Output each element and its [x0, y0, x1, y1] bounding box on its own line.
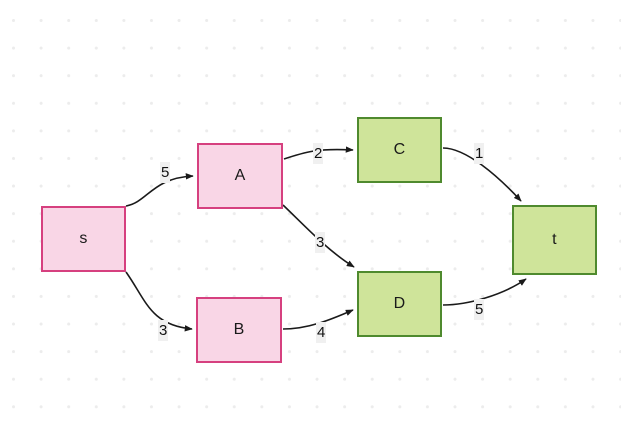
node-s[interactable]: s	[41, 206, 126, 272]
edge-label-A-C[interactable]: 2	[313, 143, 324, 165]
edge-label-s-A[interactable]: 5	[160, 162, 171, 184]
node-label: D	[393, 295, 406, 312]
node-t[interactable]: t	[512, 205, 597, 275]
edge-label-D-t[interactable]: 5	[474, 299, 485, 321]
node-label: A	[234, 167, 246, 184]
edge-label-A-D[interactable]: 3	[315, 232, 326, 254]
node-label: B	[233, 321, 245, 338]
node-label: t	[552, 231, 557, 248]
edge-label-s-B[interactable]: 3	[158, 320, 169, 342]
node-D[interactable]: D	[357, 271, 442, 337]
node-label: C	[393, 141, 406, 158]
node-B[interactable]: B	[196, 297, 282, 363]
edge-D-t[interactable]	[442, 278, 527, 306]
edge-label-C-t[interactable]: 1	[474, 143, 485, 165]
edge-paths	[125, 146, 527, 332]
node-C[interactable]: C	[357, 117, 442, 183]
node-A[interactable]: A	[197, 143, 283, 209]
edge-label-B-D[interactable]: 4	[316, 322, 327, 344]
node-label: s	[79, 230, 88, 247]
